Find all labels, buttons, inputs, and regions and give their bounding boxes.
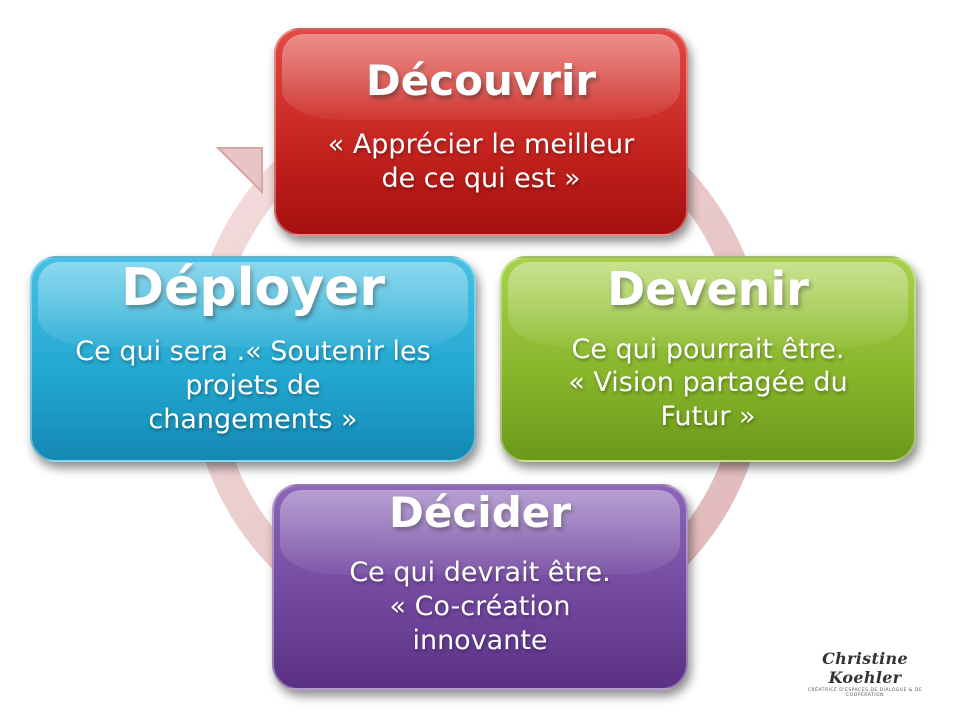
stage-discover: Découvrir « Apprécier le meilleur de ce … [274, 28, 688, 236]
author-signature: Christine Koehler CRÉATRICE D'ESPACES DE… [790, 649, 940, 698]
stage-decide-title: Décider [389, 488, 571, 537]
stage-decide-text: Ce qui devrait être. « Co-création innov… [349, 557, 611, 656]
cycle-arrow-head [215, 147, 263, 195]
stage-become: Devenir Ce qui pourrait être. « Vision p… [500, 256, 916, 462]
stage-deploy: Déployer Ce qui sera .« Soutenir les pro… [30, 256, 476, 462]
stage-discover-text: « Apprécier le meilleur de ce qui est » [327, 129, 635, 194]
author-tagline: CRÉATRICE D'ESPACES DE DIALOGUE & DE COO… [807, 688, 923, 698]
stage-deploy-title: Déployer [120, 258, 385, 318]
stage-become-text: Ce qui pourrait être. « Vision partagée … [568, 333, 848, 433]
stage-become-title: Devenir [607, 262, 809, 316]
stage-decide: Décider Ce qui devrait être. « Co-créati… [272, 484, 688, 690]
stage-discover-title: Découvrir [365, 56, 597, 105]
author-name: Christine Koehler [822, 649, 908, 687]
stage-deploy-text: Ce qui sera .« Soutenir les projets de c… [75, 336, 431, 435]
